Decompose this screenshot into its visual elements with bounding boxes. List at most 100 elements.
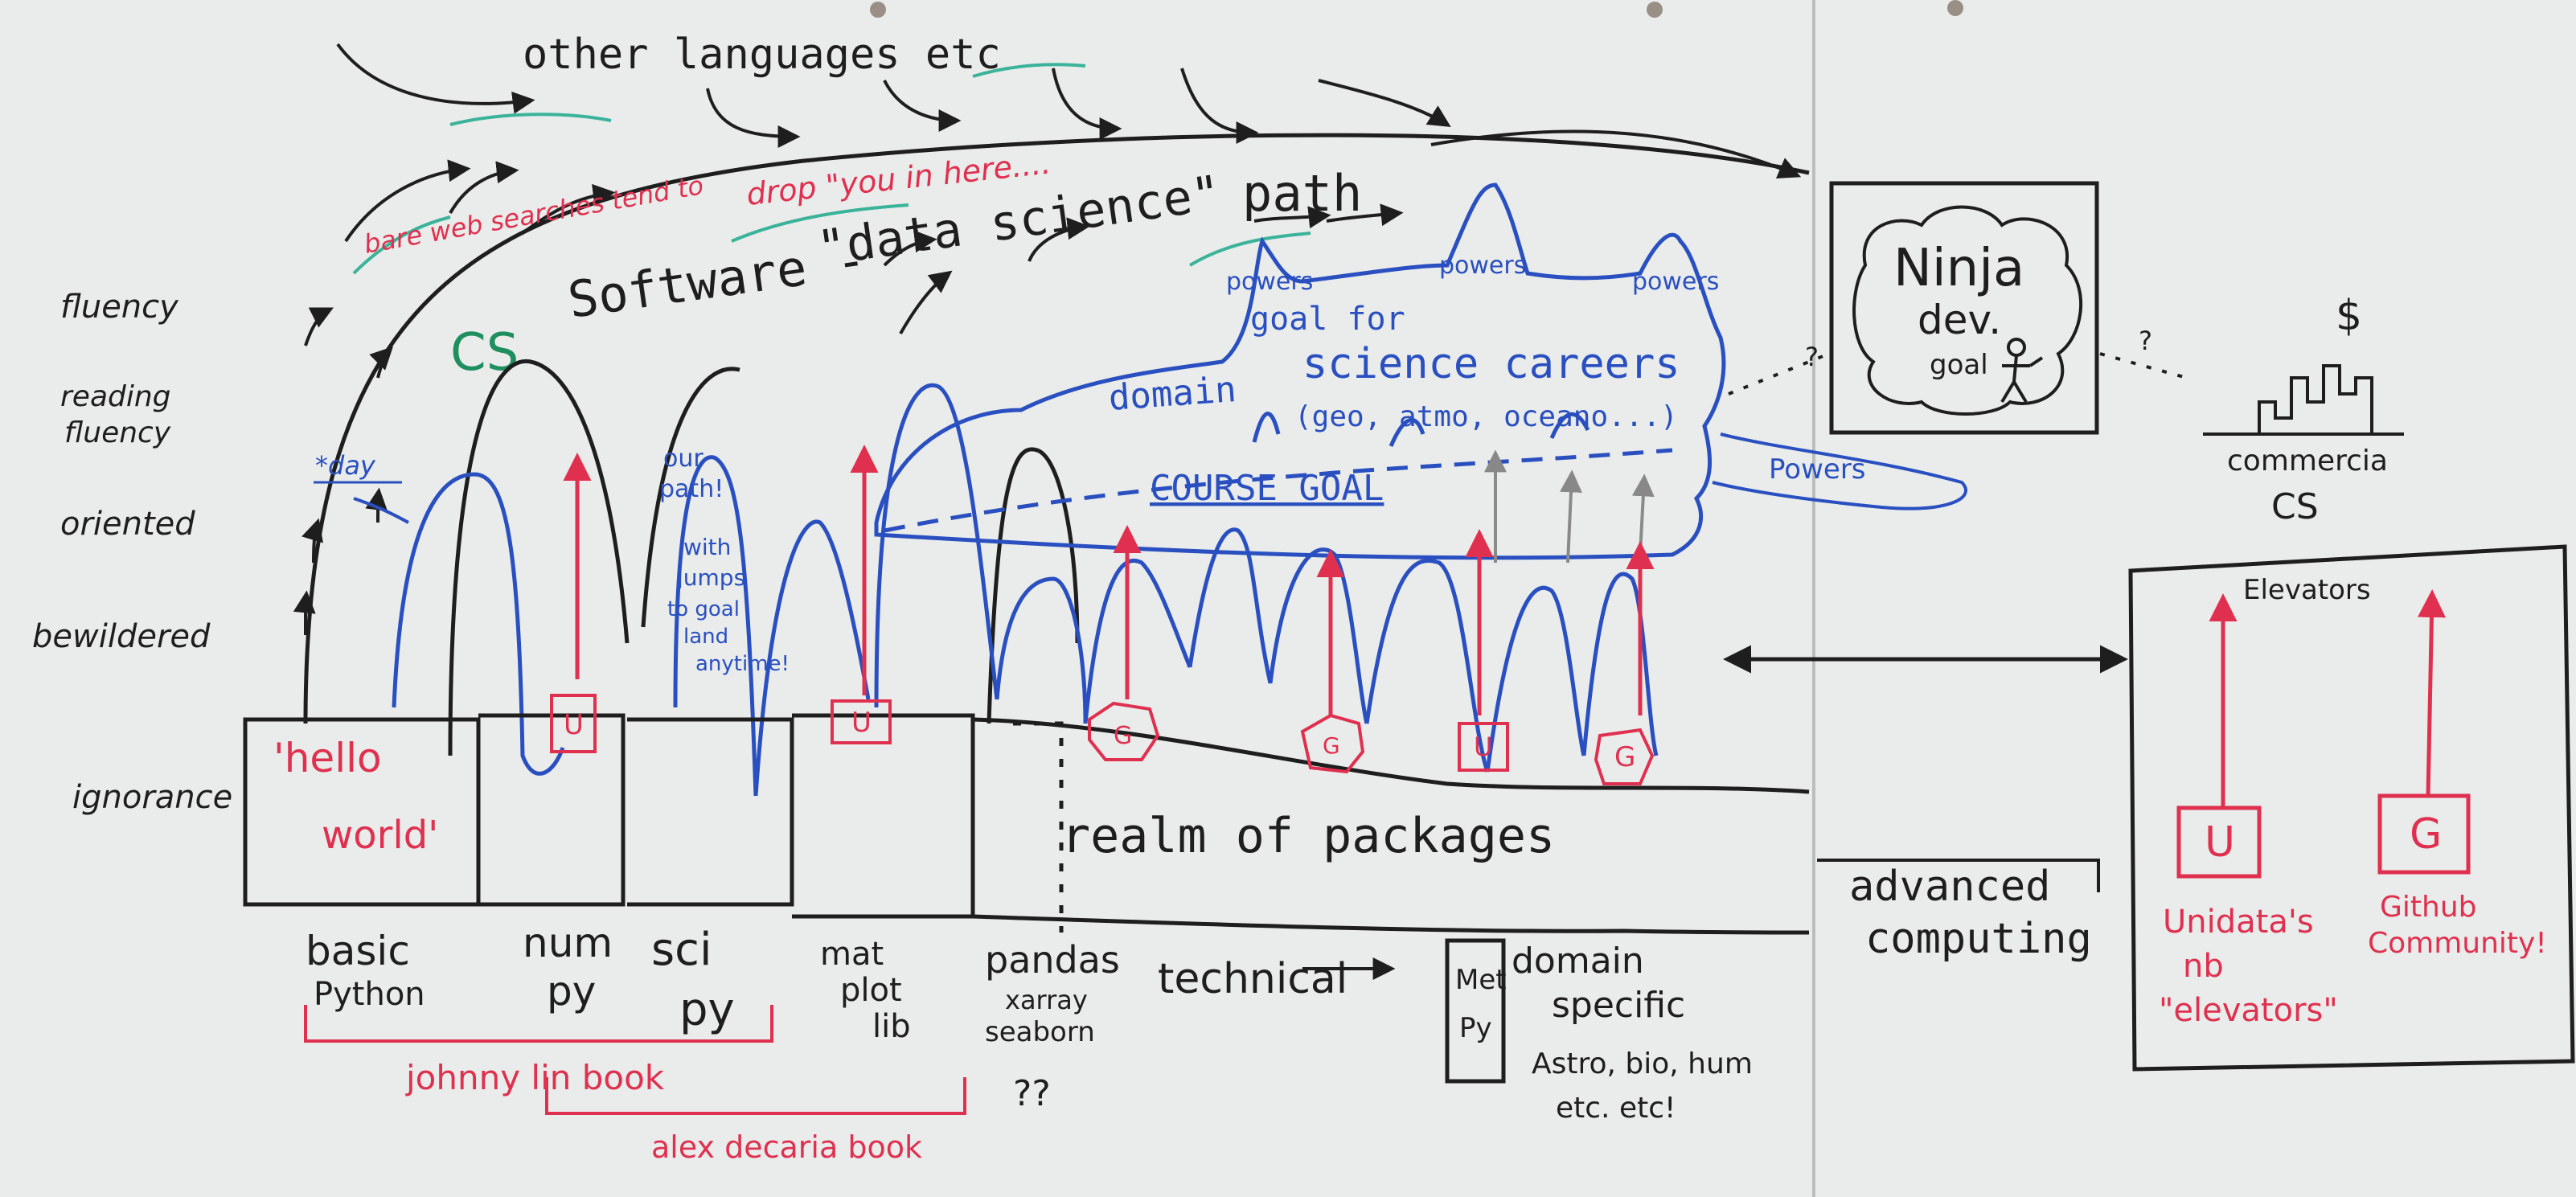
alex-decaria-book: alex decaria book [651,1129,922,1165]
today-marker: *day [315,450,376,481]
block-realm [972,717,1810,935]
powers-label-2: powers [1439,252,1526,280]
black-hills [448,359,1080,756]
badge-g-2-letter: G [1323,732,1340,759]
pkg-xarray: xarray [1005,985,1088,1015]
pkg-met: Met [1455,964,1507,996]
computing-label: computing [1865,915,2092,963]
goal-for-label: goal for [1250,301,1405,338]
elevators-label: Elevators [2243,574,2371,606]
pkg-technical: technical [1158,955,1347,1003]
badge-g-big-letter: G [2410,810,2442,859]
pkg-plot: plot [840,972,902,1009]
package-blocks [243,713,1810,1084]
github-line-1: Github [2380,891,2477,924]
world-label: world' [322,813,438,858]
ninja-link-left [1728,352,1830,396]
with-line-1: with [683,534,731,560]
powers-label-1: powers [1226,268,1313,296]
city-skyline [2235,364,2404,436]
domain-label: domain [1107,369,1237,419]
ninja-label: Ninja [1893,239,2024,298]
pkg-sci: sci [651,924,712,976]
block-scipy [627,717,794,907]
ninja-stick-figure [2000,338,2044,404]
badge-g-big: G [2377,793,2471,875]
commercial-cs-label: CS [2271,486,2319,527]
badge-g-2: G [1300,713,1365,774]
alex-decaria-bracket [545,1077,966,1115]
pkg-pandas: pandas [985,938,1120,982]
course-goal-label: COURSE GOAL [1150,468,1384,509]
with-line-2: jumps [676,564,745,591]
powers-label-4: Powers [1769,453,1866,486]
level-reading-fluency-1: reading [60,380,171,413]
block-matplotlib [792,713,975,919]
advanced-computing-bracket [1817,859,2100,892]
board-clips [870,0,1963,18]
hello-label: 'hello [273,735,382,781]
green-scribbles [352,63,1311,275]
level-bewildered: bewildered [32,618,211,655]
blue-path [392,182,1726,797]
level-reading-fluency-2: fluency [64,416,171,449]
science-careers-label: science careers [1302,340,1680,388]
commercial-label: commercia [2227,445,2388,478]
pkg-astro: Astro, bio, hum [1532,1047,1753,1080]
github-note: Github Community! [2368,891,2547,960]
pkg-question-marks: ?? [1013,1073,1051,1114]
our-path-line-1: our [663,445,703,473]
powers-tail [1712,432,1967,510]
pkg-met-py: Py [1459,1012,1492,1044]
badge-g-3-letter: G [1614,741,1635,773]
unidata-line-1: Unidata's [2163,904,2314,941]
level-ignorance: ignorance [72,779,232,816]
badge-u-2: U [831,699,892,744]
unidata-note: Unidata's nb "elevators" [2159,904,2338,1029]
level-oriented: oriented [60,506,195,543]
pkg-etc: etc. etc! [1556,1092,1676,1125]
badge-u-big-letter: U [2205,818,2235,867]
dome-end-arrow [1430,129,1802,179]
pkg-python: Python [314,976,425,1013]
badge-u-3: U [1458,722,1509,772]
today-arrow [353,497,409,524]
question-left: ? [1805,342,1819,372]
github-line-2: Community! [2368,927,2547,960]
outer-dome [303,133,1810,724]
ninja-dev-label: dev. [1918,297,2001,343]
badge-g-1: G [1088,701,1160,761]
pkg-num: num [523,920,613,966]
unidata-line-3: "elevators" [2159,992,2338,1029]
ninja-goal-label: goal [1930,349,1988,381]
realm-dotted-divider [1013,721,1064,933]
course-goal-line [884,448,1673,533]
ninja-frame [1829,181,2099,435]
realm-label: realm of packages [1061,808,1555,864]
badge-u-2-letter: U [851,707,872,739]
pkg-num-py: py [547,968,596,1015]
progress-arrows [293,43,1451,636]
pkg-mat: mat [820,936,884,973]
badge-u-1-letter: U [564,709,584,741]
pkg-lib: lib [872,1008,911,1045]
with-line-4: land [683,625,728,649]
with-line-5: anytime! [695,652,790,676]
pkg-domain: domain [1512,941,1644,982]
unidata-line-2: nb [2183,948,2224,985]
badge-u-1: U [550,694,597,753]
pkg-sci-py: py [679,984,735,1036]
pkg-specific: specific [1552,985,1685,1026]
ninja-cloud [1852,205,2083,416]
cs-label: CS [450,323,519,383]
badge-g-3: G [1594,728,1655,785]
level-fluency: fluency [60,289,179,326]
elevator-arrow-right [2417,589,2446,797]
y-axis-labels: fluency reading fluency oriented bewilde… [32,289,232,816]
red-elevator-arrows [563,445,1655,715]
johnny-lin-book: johnny lin book [405,1058,665,1097]
question-right: ? [2139,326,2152,356]
pkg-basic: basic [306,928,410,974]
geo-atmo-label: (geo, atmo, oceano...) [1294,400,1678,433]
